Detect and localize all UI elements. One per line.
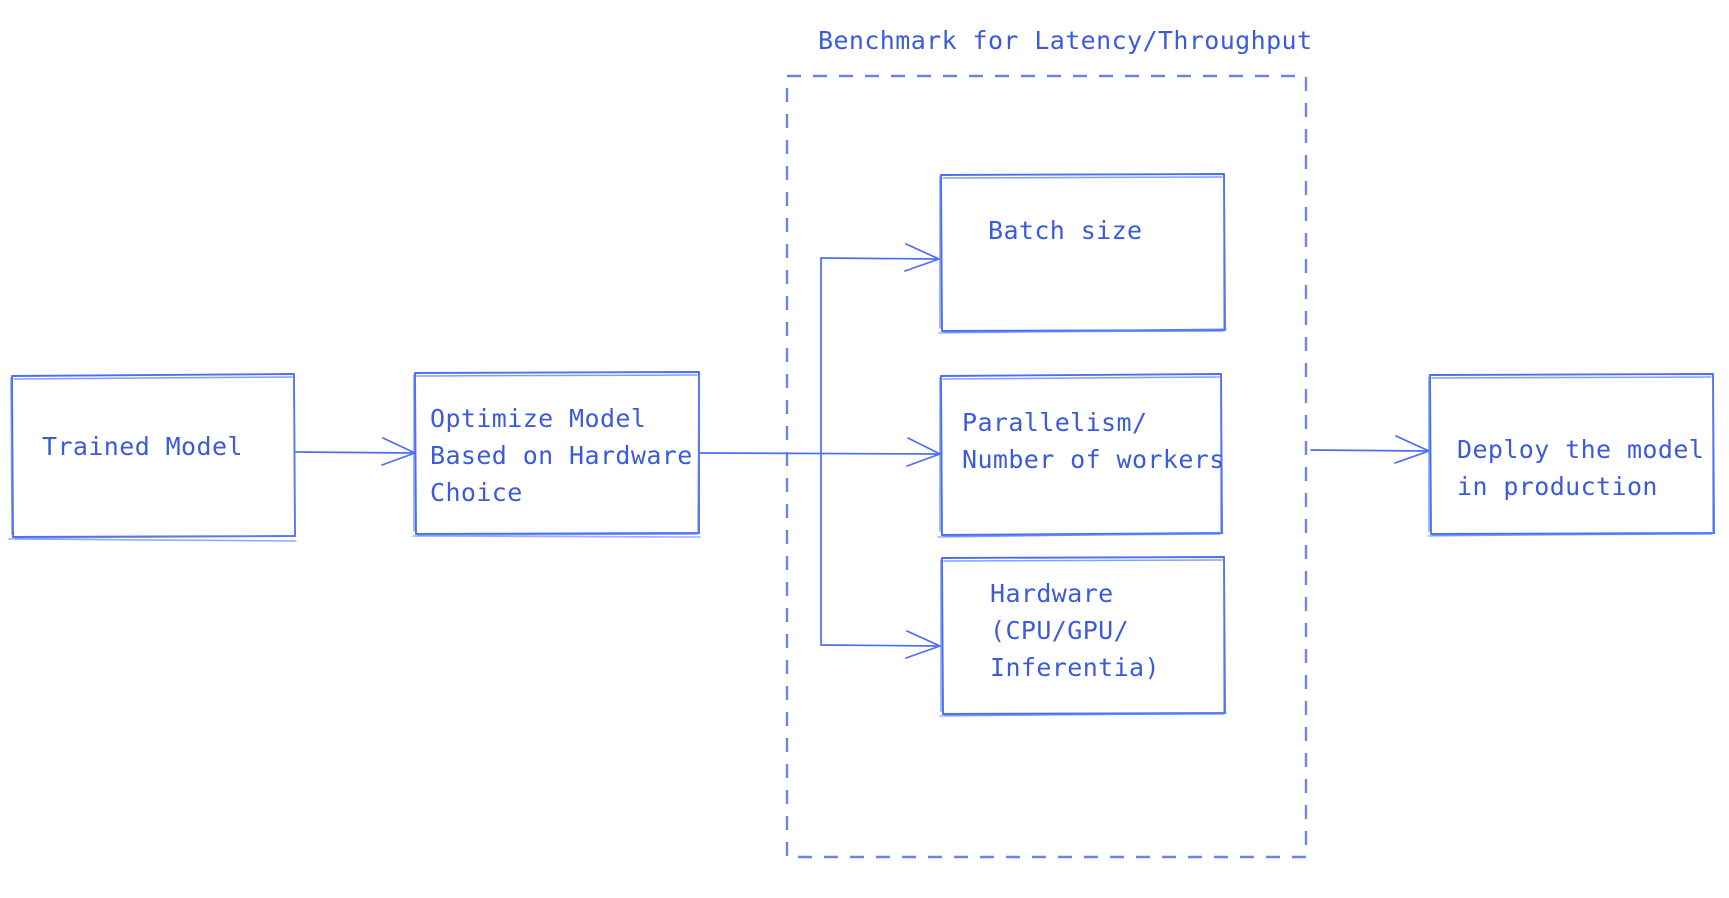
node-label-deploy: Deploy the model in production <box>1457 435 1705 501</box>
edge-trained-model-to-optimize-model <box>295 437 416 466</box>
node-label-batch-size: Batch size <box>988 216 1143 245</box>
edge-branch-to-batch-size <box>820 243 940 272</box>
edge-optimize-model-branch-trunk <box>699 257 941 646</box>
edge-benchmark-group-to-deploy <box>1310 435 1430 464</box>
benchmark-group-title: Benchmark for Latency/Throughput <box>818 26 1313 55</box>
node-label-optimize-model: Optimize Model Based on Hardware Choice <box>430 404 693 507</box>
node-box-batch-size[interactable] <box>938 173 1227 334</box>
node-label-parallelism: Parallelism/ Number of workers <box>962 408 1225 474</box>
node-label-hardware: Hardware (CPU/GPU/ Inferentia) <box>990 579 1160 682</box>
edge-branch-to-hardware <box>820 630 941 659</box>
node-label-trained-model: Trained Model <box>42 432 243 461</box>
